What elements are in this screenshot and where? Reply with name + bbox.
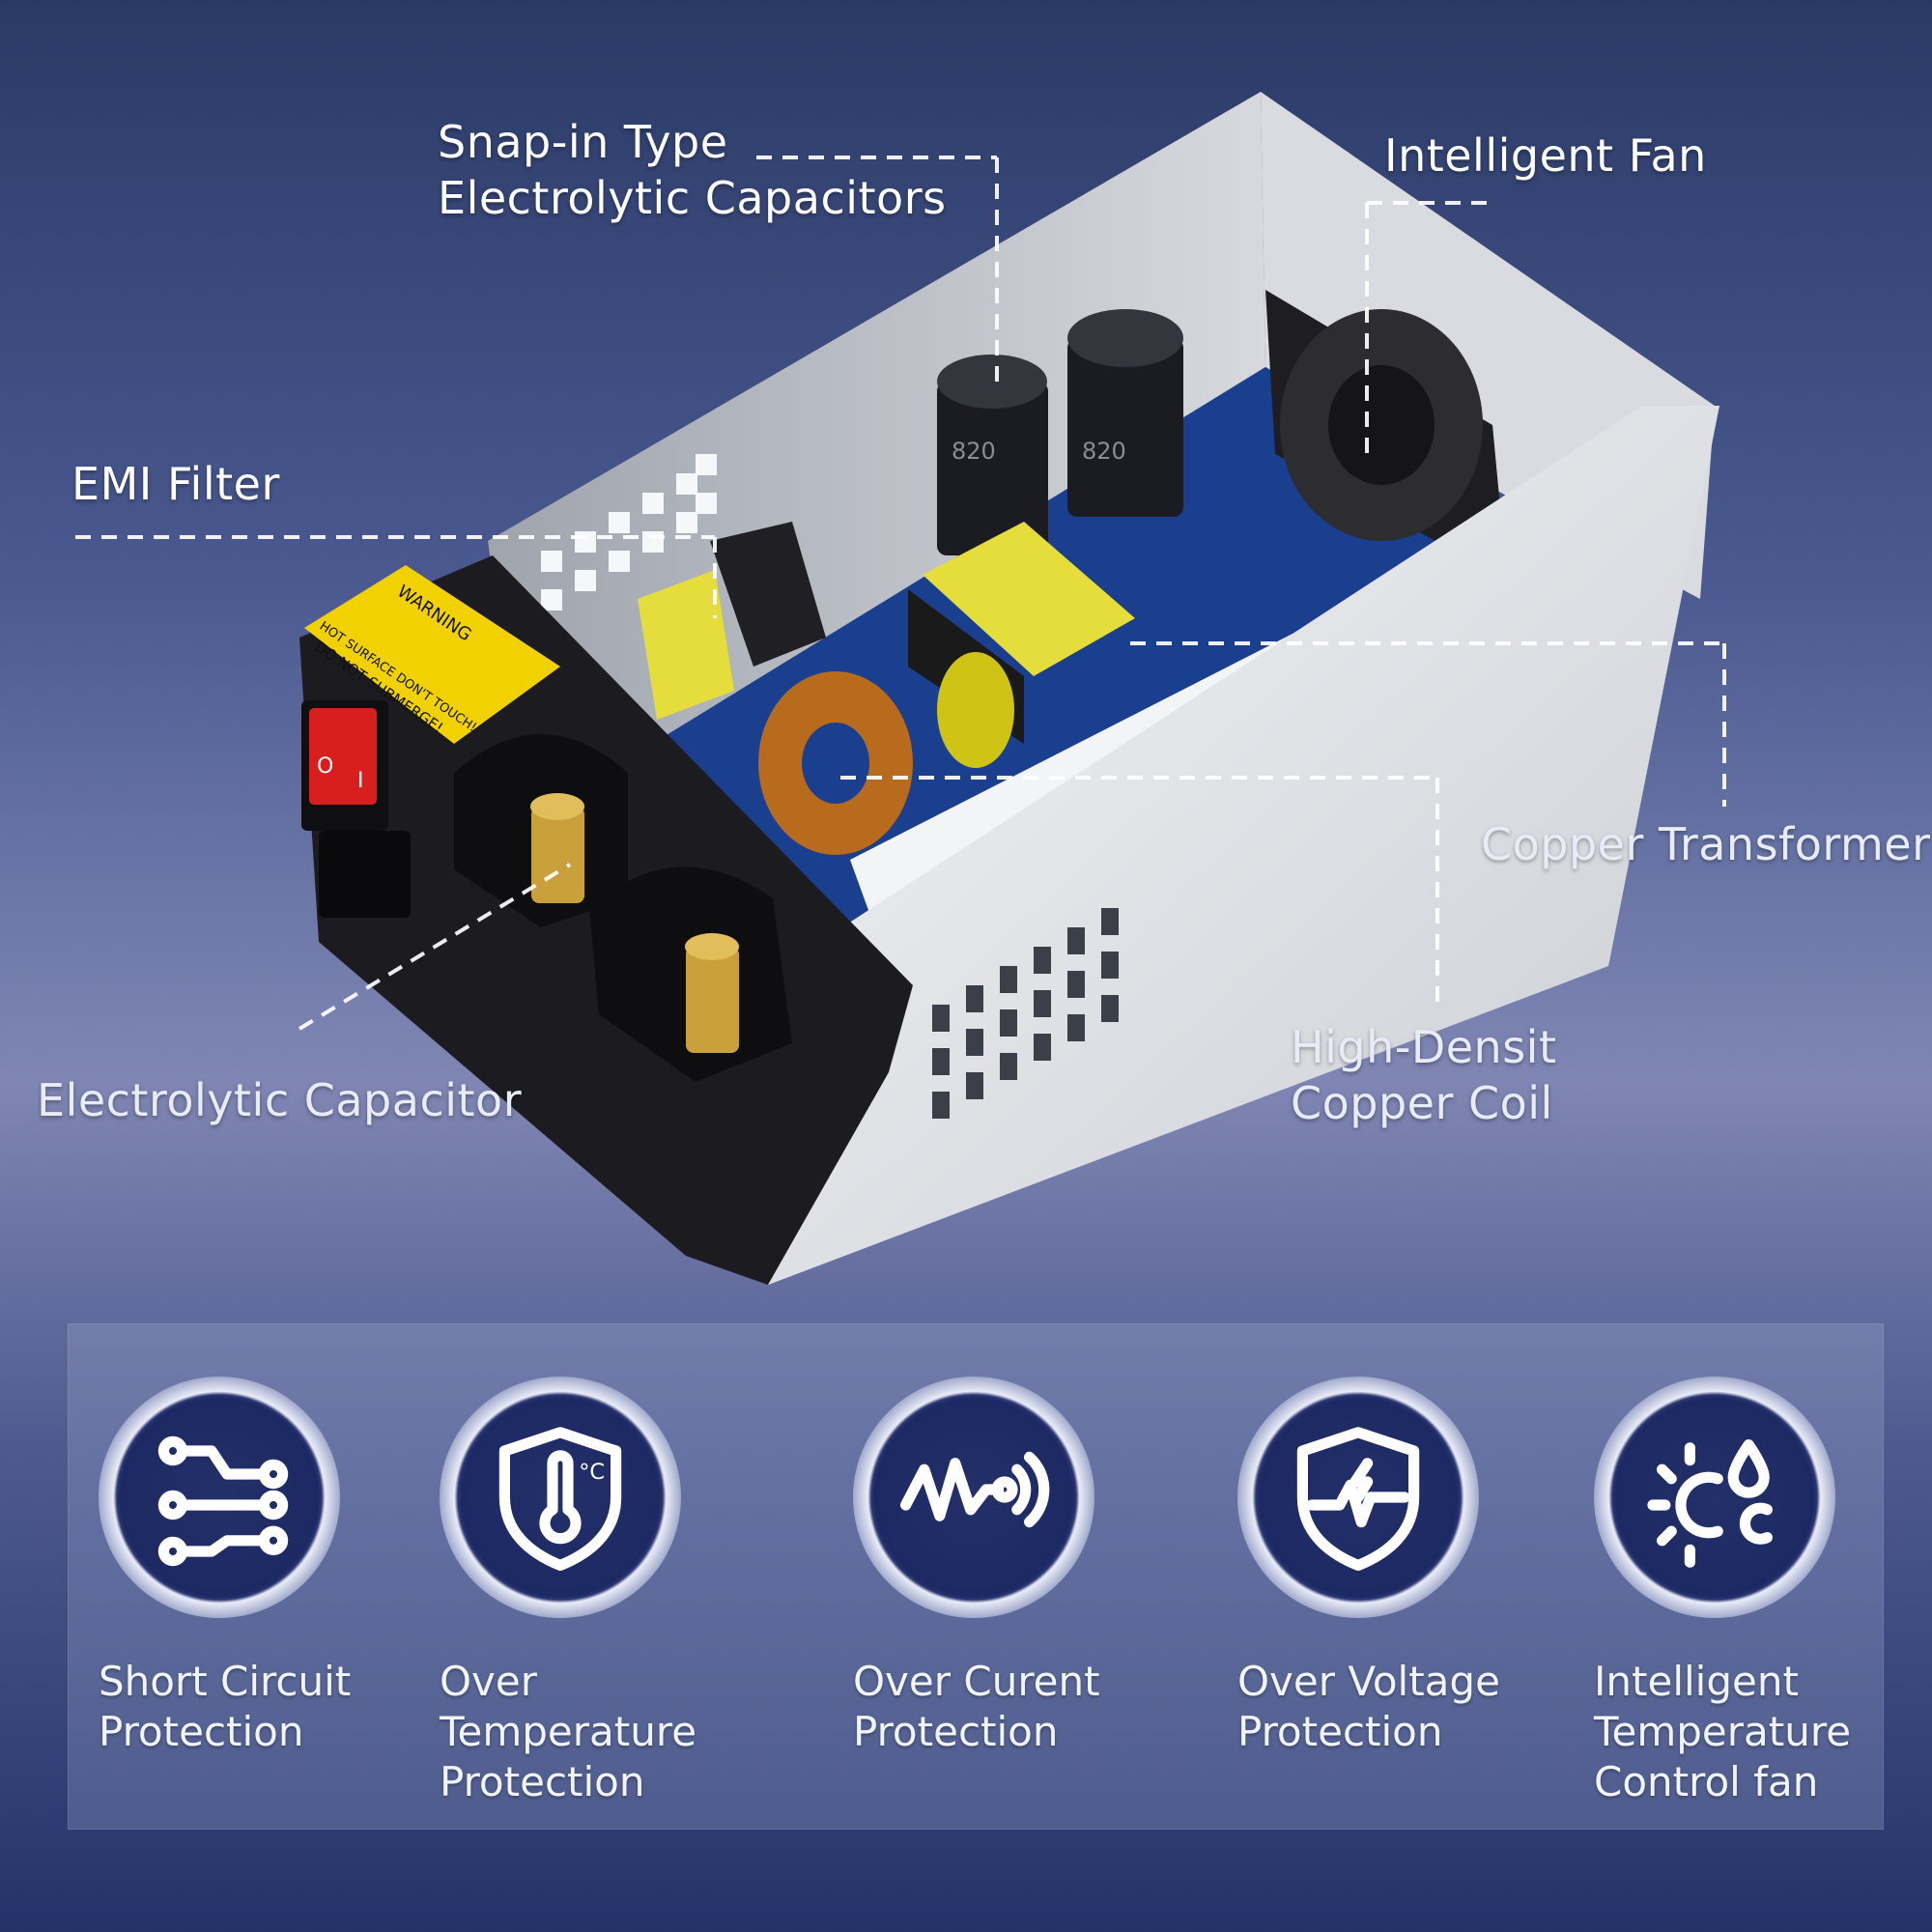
callout-coil-line1: High-Densit — [1291, 1021, 1557, 1073]
feature-label-line1: Over Curent — [853, 1658, 1100, 1705]
feature-label: Over Curent Protection — [853, 1657, 1201, 1757]
feature-icon-ring — [1237, 1377, 1479, 1618]
feature-icon-ring: °C — [440, 1377, 681, 1618]
feature-label-line2: Protection — [440, 1758, 645, 1805]
svg-text:°C: °C — [579, 1460, 605, 1485]
side-panel-vents — [932, 908, 1119, 1119]
feature-icon-ring — [853, 1377, 1094, 1618]
callout-snap-in-capacitors: Snap-in Type Electrolytic Capacitors — [438, 114, 947, 226]
callout-emi-filter: EMI Filter — [71, 458, 280, 510]
feature-over-voltage: Over Voltage Protection — [1237, 1377, 1585, 1757]
feature-label-line2: Protection — [99, 1708, 304, 1755]
feature-label-line2: Protection — [1237, 1708, 1443, 1755]
svg-text:820: 820 — [1082, 438, 1126, 465]
feature-label: Short Circuit Protection — [99, 1657, 446, 1757]
callout-snap-in-line1: Snap-in Type — [438, 116, 728, 168]
snap-in-capacitors: 820 820 — [937, 309, 1183, 555]
feature-label-line1: Over Voltage — [1237, 1658, 1500, 1705]
brass-terminals — [530, 793, 739, 1053]
copper-toroid-coil — [758, 671, 913, 855]
sun-drop-celsius-icon — [1647, 1439, 1773, 1568]
protection-features-panel: Short Circuit Protection °C Over Tempera… — [68, 1323, 1884, 1830]
feature-label-line2: Temperature — [1594, 1708, 1852, 1755]
feature-label-line1: Intelligent — [1594, 1658, 1799, 1705]
feature-short-circuit: Short Circuit Protection — [99, 1377, 446, 1757]
feature-label: Intelligent Temperature Control fan — [1594, 1657, 1932, 1807]
svg-text:820: 820 — [952, 438, 996, 465]
thermometer-shield-icon: °C — [498, 1427, 622, 1571]
callout-intelligent-fan: Intelligent Fan — [1384, 129, 1707, 182]
feature-over-temperature: °C Over Temperature Protection — [440, 1377, 787, 1807]
svg-text:O: O — [317, 754, 333, 779]
feature-label-line2: Protection — [853, 1708, 1059, 1755]
voltage-shield-icon — [1296, 1427, 1420, 1571]
callout-snap-in-line2: Electrolytic Capacitors — [438, 172, 947, 224]
callout-coil-line2: Copper Coil — [1291, 1077, 1553, 1129]
current-wave-icon — [900, 1451, 1050, 1528]
feature-label: Over Temperature Protection — [440, 1657, 787, 1807]
feature-label-line3: Control fan — [1594, 1758, 1819, 1805]
callout-copper-coil: High-Densit Copper Coil — [1291, 1019, 1556, 1131]
feature-icon-ring — [1594, 1377, 1835, 1618]
copper-transformer — [908, 522, 1135, 768]
svg-text:I: I — [357, 769, 364, 793]
callout-copper-transformer: Copper Transformer — [1481, 818, 1931, 870]
feature-label-line1: Short Circuit — [99, 1658, 352, 1705]
cooling-fan — [1265, 290, 1507, 580]
feature-label: Over Voltage Protection — [1237, 1657, 1585, 1757]
emi-filter-choke — [638, 522, 826, 720]
callout-electrolytic-capacitor: Electrolytic Capacitor — [37, 1074, 523, 1126]
feature-intelligent-temperature-fan: Intelligent Temperature Control fan — [1594, 1377, 1932, 1807]
short-circuit-icon — [157, 1435, 289, 1567]
feature-icon-ring — [99, 1377, 340, 1618]
feature-over-current: Over Curent Protection — [853, 1377, 1201, 1757]
feature-label-line1: Over Temperature — [440, 1658, 697, 1755]
